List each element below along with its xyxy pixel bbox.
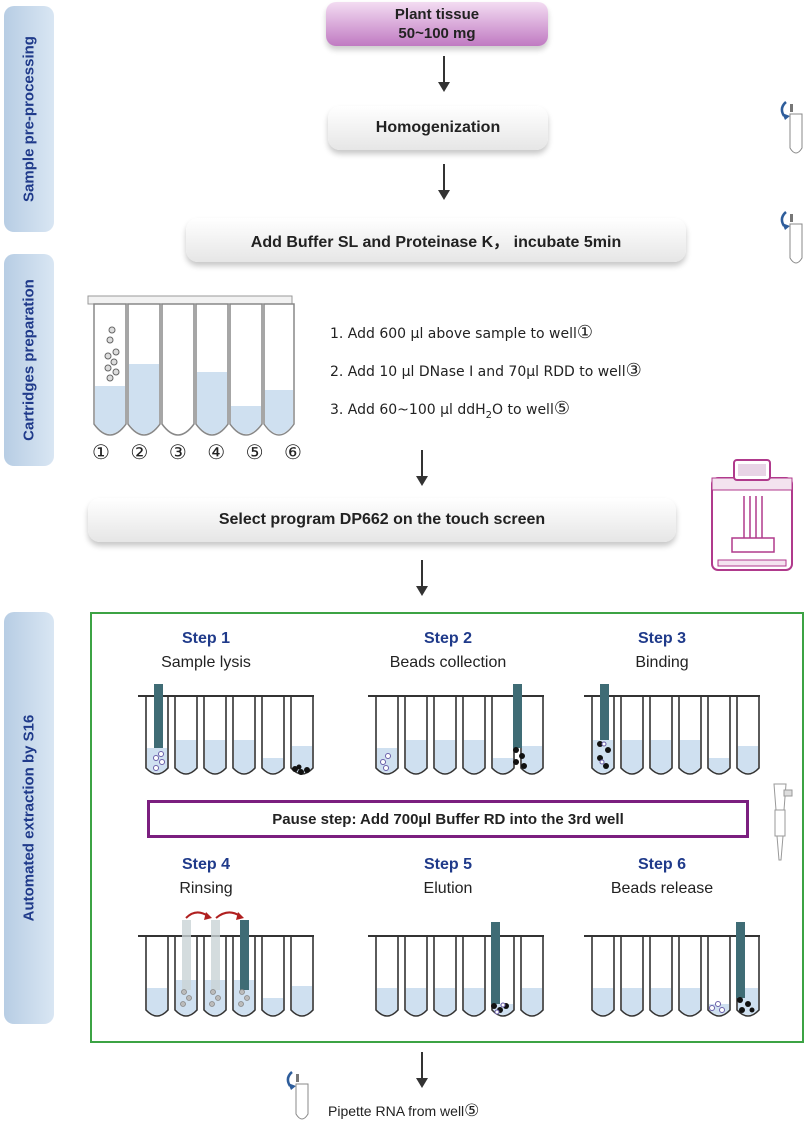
step-6-number: Step 6	[637, 856, 686, 873]
start-line1: Plant tissue	[394, 6, 480, 23]
phase-label-text: Cartridges preparation	[20, 279, 38, 441]
step-2-wells	[366, 682, 546, 787]
phase-label-cartridges: Cartridges preparation	[4, 254, 54, 466]
arrow-down-icon	[436, 56, 452, 94]
step-3-wells	[582, 682, 762, 787]
step-5-number: Step 5	[423, 856, 472, 873]
arrow-down-icon	[414, 560, 430, 598]
instruction-text: 1. Add 600 µl above sample to well	[330, 326, 577, 342]
buffer-step-label: Add Buffer SL and Proteinase K， incubate…	[250, 234, 622, 251]
instruction-text: 2. Add 10 µl DNase I and 70µl RDD to wel…	[330, 364, 626, 380]
step-5-wells	[366, 906, 546, 1031]
step-2-name: Beads collection	[389, 654, 507, 671]
final-well-number: ⑤	[464, 1101, 480, 1121]
pause-step-label: Pause step: Add 700µl Buffer RD into the…	[272, 810, 624, 828]
buffer-step-box: Add Buffer SL and Proteinase K， incubate…	[186, 218, 686, 262]
arrow-down-icon	[414, 1052, 430, 1090]
instruction-subscript: 2	[485, 409, 493, 421]
start-line2: 50~100 mg	[398, 25, 476, 42]
well-number: ②	[130, 440, 149, 464]
well-number: ③	[168, 440, 187, 464]
phase-label-preprocessing: Sample pre-processing	[4, 6, 54, 232]
step-4-name: Rinsing	[179, 880, 233, 897]
instruction-text: O to well	[492, 402, 554, 418]
phase-label-text: Sample pre-processing	[20, 36, 38, 202]
start-box-plant-tissue: Plant tissue 50~100 mg	[326, 2, 548, 46]
step-4-wells	[136, 906, 316, 1031]
select-program-label: Select program DP662 on the touch screen	[218, 511, 546, 528]
step-4-number: Step 4	[181, 856, 230, 873]
well-number-row: ① ② ③ ④ ⑤ ⑥	[92, 440, 302, 464]
step-5-name: Elution	[423, 880, 473, 897]
instruction-well-number: ①	[576, 322, 593, 343]
step-2-number: Step 2	[423, 630, 472, 647]
pause-step-box: Pause step: Add 700µl Buffer RD into the…	[147, 800, 749, 838]
instruction-1: 1. Add 600 µl above sample to well①	[330, 322, 593, 343]
step-3-number: Step 3	[637, 630, 686, 647]
tube-icon	[284, 1070, 312, 1131]
homogenization-box: Homogenization	[328, 106, 548, 150]
homogenization-label: Homogenization	[375, 119, 501, 136]
step-1-number: Step 1	[181, 630, 230, 647]
cartridge-illustration	[86, 294, 296, 469]
phase-label-automated: Automated extraction by S16	[4, 612, 54, 1024]
pipette-icon	[760, 780, 800, 869]
arrow-down-icon	[436, 164, 452, 202]
step-1-wells	[136, 682, 316, 787]
final-instruction: Pipette RNA from well⑤	[328, 1101, 479, 1121]
instruction-text: 3. Add 60~100 µl ddH	[330, 402, 486, 418]
step-1-name: Sample lysis	[161, 654, 251, 671]
well-number: ⑤	[245, 440, 264, 464]
instruction-well-number: ③	[625, 360, 642, 381]
instruction-well-number: ⑤	[553, 398, 570, 419]
tube-icon	[778, 98, 806, 167]
arrow-down-icon	[414, 450, 430, 488]
well-number: ①	[92, 440, 110, 464]
well-number: ⑥	[284, 440, 302, 464]
instruction-3: 3. Add 60~100 µl ddH2O to well⑤	[330, 398, 570, 421]
instruction-2: 2. Add 10 µl DNase I and 70µl RDD to wel…	[330, 360, 642, 381]
phase-label-text: Automated extraction by S16	[20, 714, 38, 922]
step-6-wells	[582, 906, 762, 1031]
tube-icon	[778, 208, 806, 277]
well-number: ④	[207, 440, 226, 464]
automated-extraction-frame	[90, 612, 804, 1043]
select-program-box: Select program DP662 on the touch screen	[88, 498, 676, 542]
final-instruction-text: Pipette RNA from well	[328, 1103, 465, 1119]
step-3-name: Binding	[635, 654, 689, 671]
instrument-icon	[706, 456, 798, 581]
step-6-name: Beads release	[610, 880, 714, 897]
